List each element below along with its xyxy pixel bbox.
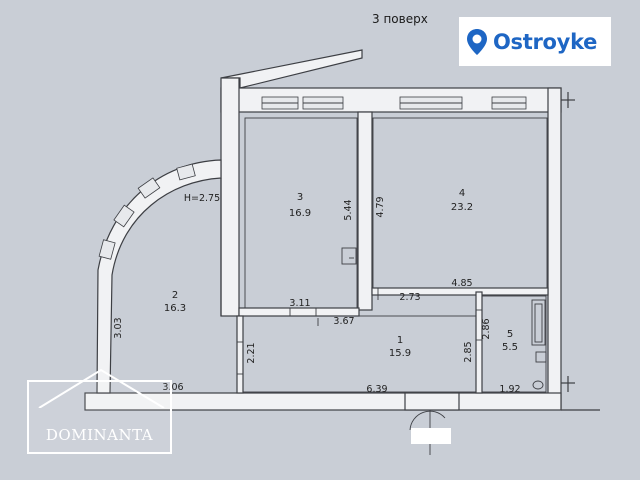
dim-r1-width: 6.39 xyxy=(366,384,387,395)
dim-r3-height: 5.44 xyxy=(343,199,354,220)
brand-name: Ostroyke xyxy=(493,29,598,54)
location-pin-icon xyxy=(465,27,489,57)
room-4-number: 4 xyxy=(459,188,465,199)
dim-r4-height: 4.79 xyxy=(375,196,386,217)
room-5-area: 5.5 xyxy=(502,342,518,353)
room-3-area: 16.9 xyxy=(289,208,311,219)
room-3-number: 3 xyxy=(297,192,303,203)
dim-r4-width: 4.85 xyxy=(451,278,472,289)
room-1-area: 15.9 xyxy=(389,348,411,359)
dim-r2-height: 3.03 xyxy=(113,317,124,338)
dim-r5-height: 2.86 xyxy=(481,318,492,339)
dim-r1-height-left: 2.21 xyxy=(246,342,257,363)
watermark-text: DOMINANTA xyxy=(45,426,154,444)
room-2-area: 16.3 xyxy=(164,303,186,314)
dominanta-watermark: DOMINANTA xyxy=(27,368,172,454)
dim-r1-height-right: 2.85 xyxy=(463,341,474,362)
house-roof-icon xyxy=(38,368,165,408)
dim-corridor-width: 3.67 xyxy=(333,316,354,327)
room-4-area: 23.2 xyxy=(451,202,473,213)
room-labels: 3 16.9 4 23.2 2 16.3 1 15.9 5 5.5 xyxy=(164,188,518,359)
ostroyke-logo: Ostroyke xyxy=(459,17,611,66)
dim-r3-width: 3.11 xyxy=(289,298,310,309)
ceiling-height-label: H=2.75 xyxy=(184,193,220,204)
windows xyxy=(98,96,527,260)
room-1-number: 1 xyxy=(397,335,403,346)
room-2-number: 2 xyxy=(172,290,178,301)
dim-r2-width: 3.06 xyxy=(162,382,183,393)
interior-walls xyxy=(220,111,549,455)
dimension-labels: H=2.75 5.44 4.79 4.85 2.73 3.11 3.67 2.8… xyxy=(113,193,521,395)
dim-hall-top: 2.73 xyxy=(399,292,420,303)
floor-label: 3 поверх xyxy=(372,12,428,26)
room-5-number: 5 xyxy=(507,329,513,340)
dim-r5-width: 1.92 xyxy=(499,384,520,395)
